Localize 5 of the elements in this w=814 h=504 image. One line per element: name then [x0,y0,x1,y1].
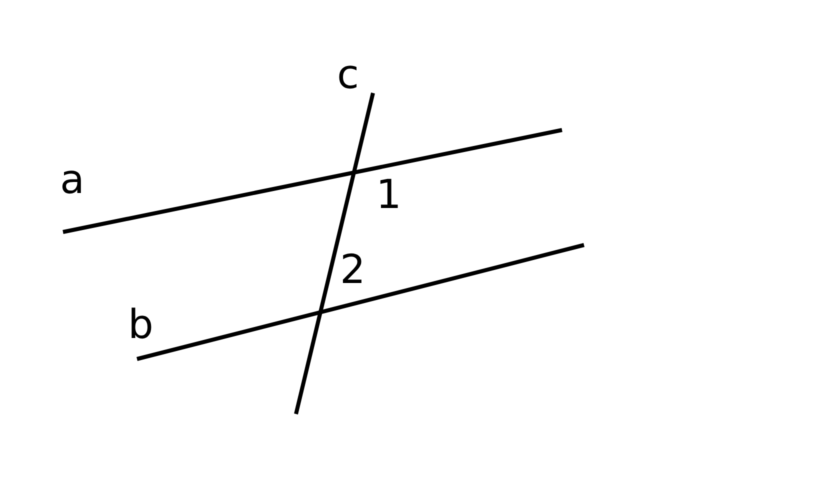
angle-label: 2 [340,250,366,290]
line-label: b [128,305,154,345]
angle-label: 1 [376,175,402,215]
line-label: a [60,160,85,200]
line-label: c [337,55,359,95]
